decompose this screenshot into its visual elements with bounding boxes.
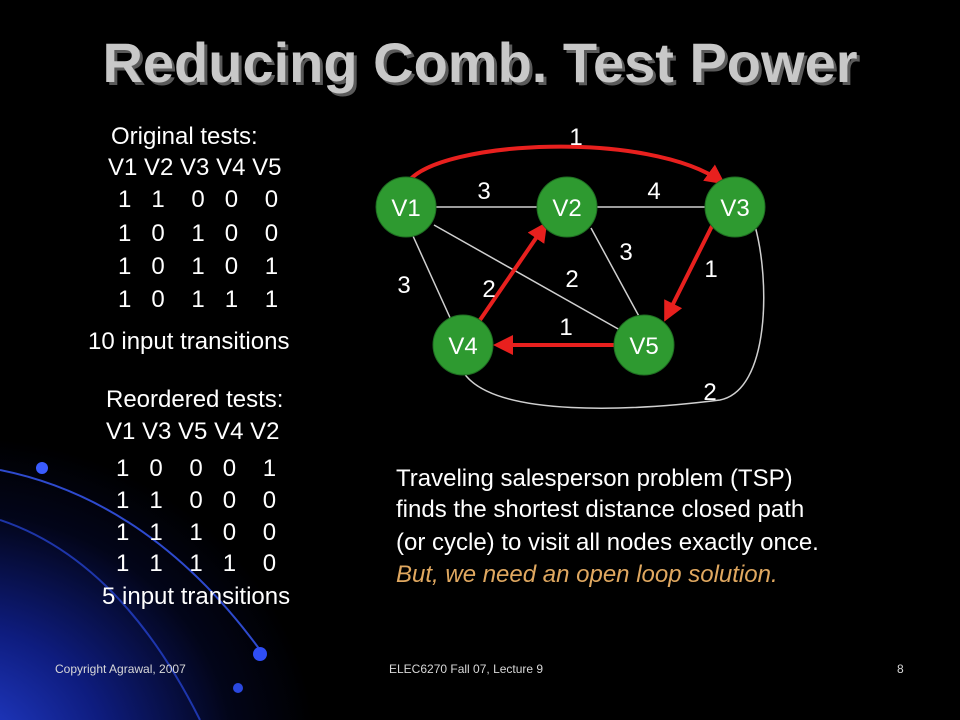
- node-v4-label: V4: [448, 333, 477, 360]
- reordered-tests-row: 1 1 1 1 0: [116, 550, 277, 577]
- node-v1: V1: [375, 176, 437, 238]
- weight-v1-v5: 2: [565, 266, 578, 293]
- decor-dot: [233, 683, 243, 693]
- node-v3-label: V3: [720, 195, 749, 222]
- original-tests-row: 1 0 1 0 1: [118, 253, 279, 280]
- node-v5-label: V5: [629, 333, 658, 360]
- weight-v5-v4: 1: [559, 314, 572, 341]
- edge-v4-v3-arc: [461, 225, 765, 409]
- footer-course: ELEC6270 Fall 07, Lecture 9: [389, 662, 544, 676]
- weight-v1-v3: 1: [569, 124, 582, 151]
- node-v2-label: V2: [552, 195, 581, 222]
- node-v5: V5: [613, 314, 675, 376]
- reordered-tests-row: 1 1 1 0 0: [116, 519, 277, 546]
- footer-copyright: Copyright Agrawal, 2007: [55, 662, 186, 676]
- original-tests-row: 1 0 1 0 0: [118, 220, 279, 247]
- description-note: But, we need an open loop solution.: [396, 561, 778, 588]
- description-line: Traveling salesperson problem (TSP): [396, 465, 793, 492]
- weight-v2-v5: 3: [619, 239, 632, 266]
- description-line: (or cycle) to visit all nodes exactly on…: [396, 529, 819, 556]
- original-tests-heading: Original tests:: [111, 123, 258, 150]
- node-v2: V2: [536, 176, 598, 238]
- original-transitions-summary: 10 input transitions: [88, 328, 290, 355]
- node-v1-label: V1: [391, 195, 420, 222]
- weight-v2-v3: 4: [647, 178, 660, 205]
- edge-v1-v5: [433, 224, 621, 331]
- weight-v1-v4: 3: [397, 272, 410, 299]
- path-edge-v3-v5: [664, 225, 714, 322]
- reordered-tests-row: 1 0 0 0 1: [116, 455, 277, 482]
- slide-title: Reducing Comb. Test Power: [102, 31, 858, 94]
- weight-v1-v2: 3: [477, 178, 490, 205]
- weight-v4-v2: 2: [482, 276, 495, 303]
- node-v3: V3: [704, 176, 766, 238]
- edge-v1-v4: [412, 235, 453, 323]
- decor-dot: [36, 462, 48, 474]
- original-tests-columns: V1 V2 V3 V4 V5: [108, 154, 282, 181]
- path-edge-v4-v2: [478, 221, 548, 322]
- original-tests-row: 1 1 0 0 0: [118, 186, 279, 213]
- reordered-tests-row: 1 1 0 0 0: [116, 487, 277, 514]
- original-tests-row: 1 0 1 1 1: [118, 286, 279, 313]
- weight-v4-v3: 2: [703, 379, 716, 406]
- decor-dot: [253, 647, 267, 661]
- reordered-tests-heading: Reordered tests:: [106, 386, 284, 413]
- reordered-transitions-summary: 5 input transitions: [102, 583, 291, 610]
- footer-page-number: 8: [897, 662, 904, 676]
- description-line: finds the shortest distance closed path: [396, 496, 805, 523]
- node-v4: V4: [432, 314, 494, 376]
- edge-v2-v5: [590, 227, 642, 321]
- reordered-tests-columns: V1 V3 V5 V4 V2: [106, 418, 280, 445]
- weight-v3-v5: 1: [704, 256, 717, 283]
- path-edge-v1-v3: [406, 144, 726, 185]
